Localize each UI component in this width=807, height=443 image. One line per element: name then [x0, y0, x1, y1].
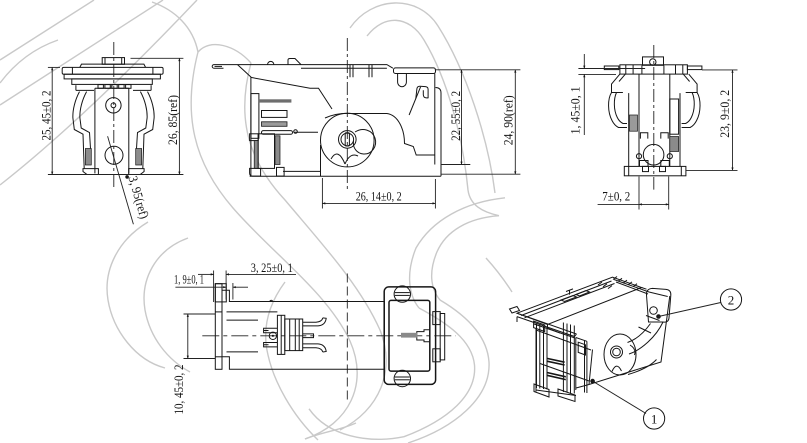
svg-text:1, 9±0, 1: 1, 9±0, 1 — [174, 272, 204, 287]
svg-text:7±0, 2: 7±0, 2 — [602, 189, 630, 204]
svg-text:3, 25±0, 1: 3, 25±0, 1 — [251, 260, 293, 275]
svg-text:24, 90(ref): 24, 90(ref) — [500, 95, 515, 145]
svg-text:26, 85(ref): 26, 85(ref) — [165, 95, 180, 145]
svg-text:22, 55±0, 2: 22, 55±0, 2 — [448, 91, 463, 141]
svg-text:2: 2 — [728, 293, 735, 308]
svg-text:10, 45±0, 2: 10, 45±0, 2 — [171, 365, 186, 415]
svg-text:1: 1 — [651, 412, 658, 427]
svg-text:23, 9±0, 2: 23, 9±0, 2 — [717, 90, 732, 138]
svg-text:25, 45±0, 2: 25, 45±0, 2 — [39, 91, 54, 141]
svg-text:26, 14±0, 2: 26, 14±0, 2 — [356, 188, 402, 203]
svg-text:1, 45±0, 1: 1, 45±0, 1 — [567, 86, 582, 134]
